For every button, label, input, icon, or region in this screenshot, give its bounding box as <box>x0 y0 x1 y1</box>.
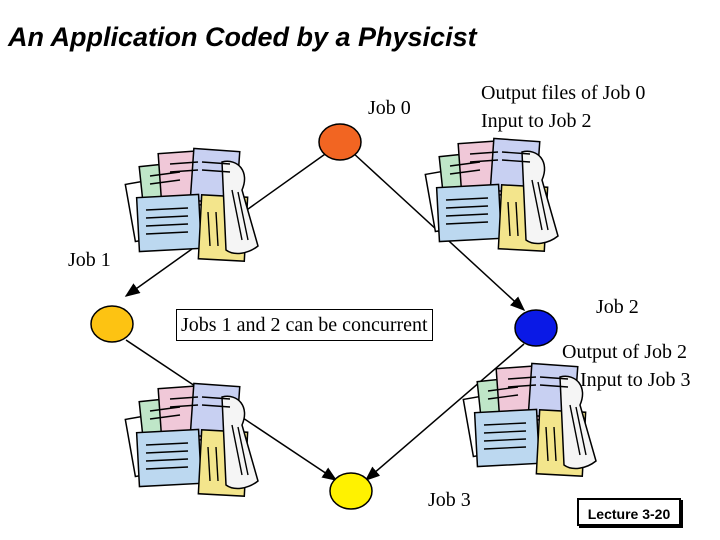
documents-icon <box>124 382 259 497</box>
job2-files-line1: Output of Job 2 <box>562 341 687 363</box>
job1-label: Job 1 <box>68 249 111 271</box>
job1-node <box>90 305 134 343</box>
concurrency-note: Jobs 1 and 2 can be concurrent <box>176 309 433 341</box>
job2-files-line2: Input to Job 3 <box>580 369 691 391</box>
job0-label: Job 0 <box>368 97 411 119</box>
job3-node <box>329 472 373 510</box>
job3-label: Job 3 <box>428 489 471 511</box>
job0-node <box>318 123 362 161</box>
slide-title: An Application Coded by a Physicist <box>8 22 477 52</box>
lecture-badge: Lecture 3-20 <box>577 498 681 526</box>
edge-job2-job3 <box>364 343 525 481</box>
documents-icon <box>462 362 597 477</box>
job2-node <box>514 309 558 347</box>
job0-files-line1: Output files of Job 0 <box>481 82 646 104</box>
documents-icon <box>424 137 559 252</box>
job0-files-line2: Input to Job 2 <box>481 110 592 132</box>
job2-label: Job 2 <box>596 296 639 318</box>
documents-icon <box>124 147 259 262</box>
